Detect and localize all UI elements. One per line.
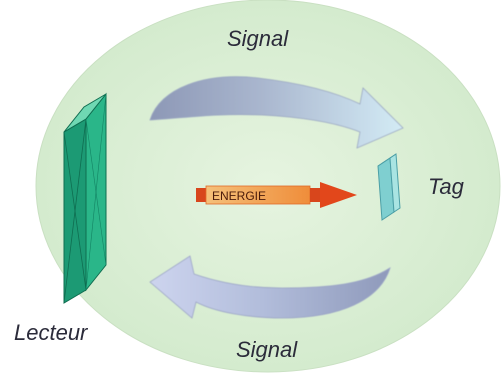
reader-label: Lecteur — [14, 320, 89, 345]
signal-label-bottom: Signal — [236, 337, 298, 362]
tag-label: Tag — [428, 174, 465, 199]
rfid-reader-icon — [63, 92, 107, 304]
signal-label-top: Signal — [227, 26, 289, 51]
energy-arrow: ENERGIE — [196, 182, 357, 208]
signal-arrow-top — [149, 76, 404, 149]
signal-arrow-bottom — [149, 255, 391, 319]
rfid-tag-icon — [377, 153, 401, 221]
energy-label: ENERGIE — [212, 189, 266, 203]
